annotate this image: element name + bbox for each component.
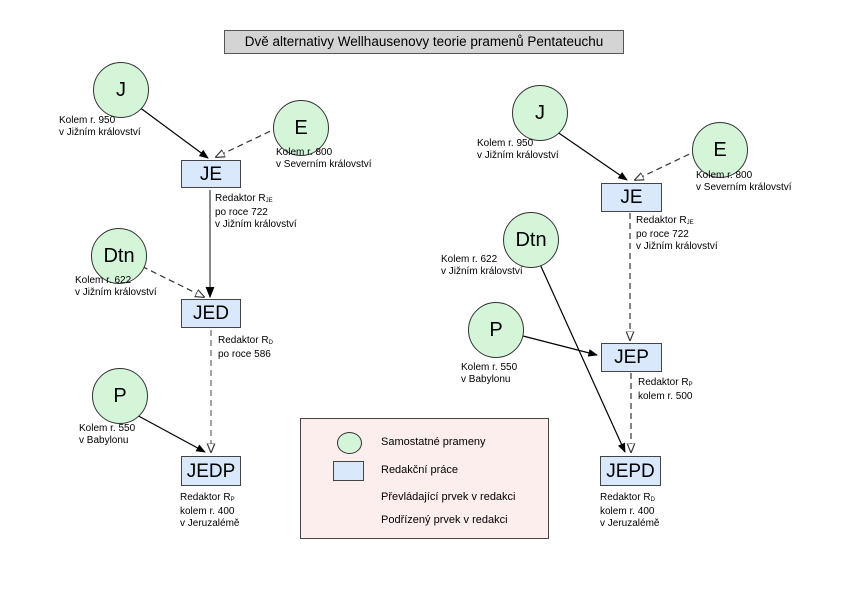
caption-line: Kolem r. 550 <box>461 362 518 373</box>
caption-line: Kolem r. 800 <box>696 170 753 181</box>
caption-line: po roce 722 <box>215 207 268 218</box>
redaction-JEP-caption: Redaktor RP kolem r. 500 <box>638 377 693 403</box>
redaction-JEDP: JEDP <box>181 456 241 486</box>
editor-subscript: D <box>650 497 655 503</box>
caption-line: v Jeruzalémě <box>600 518 660 529</box>
caption-line: v Severním království <box>696 182 792 193</box>
caption-line: v Babylonu <box>461 374 511 385</box>
source-Dtn-right: Dtn <box>503 212 559 268</box>
editor-label: Redaktor R <box>215 193 266 204</box>
legend: Samostatné prameny Redakční práce Převlá… <box>300 418 549 539</box>
source-E-left: E <box>273 100 329 156</box>
arrow-J-to-JE-right <box>549 126 628 181</box>
caption-line: kolem r. 400 <box>600 506 655 517</box>
source-E-right-caption: Kolem r. 800 v Severním království <box>696 170 792 194</box>
editor-line: Redaktor RD <box>600 492 659 506</box>
editor-subscript: P <box>230 497 235 503</box>
legend-subordinate-label: Podřízený prvek v redakci <box>381 514 508 526</box>
editor-subscript: P <box>688 382 693 388</box>
caption-line: v Jeruzalémě <box>180 518 240 529</box>
editor-label: Redaktor R <box>636 215 687 226</box>
editor-label: Redaktor R <box>218 335 269 346</box>
caption-line: v Babylonu <box>79 435 129 446</box>
arrow-E-to-JE-right <box>635 149 699 180</box>
legend-dominant-label: Převládající prvek v redakci <box>381 491 516 503</box>
source-P-left: P <box>92 368 148 424</box>
editor-subscript: JE <box>265 198 273 204</box>
caption-line: v Jižním království <box>215 219 297 230</box>
redaction-JE-right: JE <box>601 183 662 212</box>
legend-redaction-label: Redakční práce <box>381 464 459 476</box>
redaction-JEDP-caption: Redaktor RP kolem r. 400 v Jeruzalémě <box>180 492 239 530</box>
caption-line: po roce 586 <box>218 349 271 360</box>
editor-label: Redaktor R <box>638 377 689 388</box>
caption-line: v Jižním království <box>477 150 559 161</box>
arrow-Dtn-to-JEPD <box>538 261 626 453</box>
source-J-left-caption: Kolem r. 950 v Jižním království <box>59 115 141 139</box>
caption-line: kolem r. 500 <box>638 391 693 402</box>
arrow-E-to-JE-left <box>216 126 280 157</box>
redaction-JED: JED <box>181 299 241 328</box>
redaction-JE-left-caption: Redaktor RJE po roce 722 v Jižním králov… <box>215 193 297 231</box>
legend-source-icon <box>337 432 362 454</box>
editor-subscript: D <box>268 340 273 346</box>
caption-line: Kolem r. 950 <box>59 115 116 126</box>
source-P-right: P <box>468 302 524 358</box>
redaction-JE-right-caption: Redaktor RJE po roce 722 v Jižním králov… <box>636 215 718 253</box>
caption-line: po roce 722 <box>636 229 689 240</box>
source-E-right: E <box>692 122 748 178</box>
editor-line: Redaktor RJE <box>636 215 718 229</box>
redaction-JED-caption: Redaktor RD po roce 586 <box>218 335 273 361</box>
editor-line: Redaktor RP <box>638 377 693 391</box>
source-Dtn-left-caption: Kolem r. 622 v Jižním království <box>75 275 157 299</box>
source-E-left-caption: Kolem r. 800 v Severním království <box>276 147 372 171</box>
caption-line: v Jižním království <box>636 241 718 252</box>
caption-line: Kolem r. 550 <box>79 423 136 434</box>
source-Dtn-left: Dtn <box>91 228 147 284</box>
arrow-P-to-JEP <box>522 335 598 357</box>
legend-source-label: Samostatné prameny <box>381 436 486 448</box>
caption-line: v Jižním království <box>59 127 141 138</box>
caption-line: Kolem r. 800 <box>276 147 333 158</box>
arrow-J-to-JE-left <box>134 103 209 159</box>
editor-subscript: JE <box>686 220 694 226</box>
source-P-right-caption: Kolem r. 550 v Babylonu <box>461 362 517 386</box>
caption-line: kolem r. 400 <box>180 506 235 517</box>
redaction-JEP: JEP <box>601 343 662 372</box>
redaction-JE-left: JE <box>181 160 241 188</box>
arrow-Dtn-to-JED <box>132 261 204 297</box>
arrow-P-to-JEDP <box>132 412 206 453</box>
diagram-title: Dvě alternativy Wellhausenovy teorie pra… <box>224 30 624 54</box>
editor-line: Redaktor RP <box>180 492 239 506</box>
editor-line: Redaktor RD <box>218 335 273 349</box>
source-J-right-caption: Kolem r. 950 v Jižním království <box>477 138 559 162</box>
source-J-right: J <box>512 85 568 141</box>
editor-line: Redaktor RJE <box>215 193 297 207</box>
editor-label: Redaktor R <box>180 492 231 503</box>
caption-line: v Jižním království <box>441 266 523 277</box>
source-P-left-caption: Kolem r. 550 v Babylonu <box>79 423 135 447</box>
source-J-left: J <box>93 62 149 118</box>
redaction-JEPD: JEPD <box>600 456 661 486</box>
caption-line: Kolem r. 622 <box>441 254 498 265</box>
editor-label: Redaktor R <box>600 492 651 503</box>
redaction-JEPD-caption: Redaktor RD kolem r. 400 v Jeruzalémě <box>600 492 659 530</box>
legend-redaction-icon <box>333 461 364 481</box>
caption-line: v Jižním království <box>75 287 157 298</box>
source-Dtn-right-caption: Kolem r. 622 v Jižním království <box>441 254 523 278</box>
caption-line: v Severním království <box>276 159 372 170</box>
caption-line: Kolem r. 950 <box>477 138 534 149</box>
caption-line: Kolem r. 622 <box>75 275 132 286</box>
